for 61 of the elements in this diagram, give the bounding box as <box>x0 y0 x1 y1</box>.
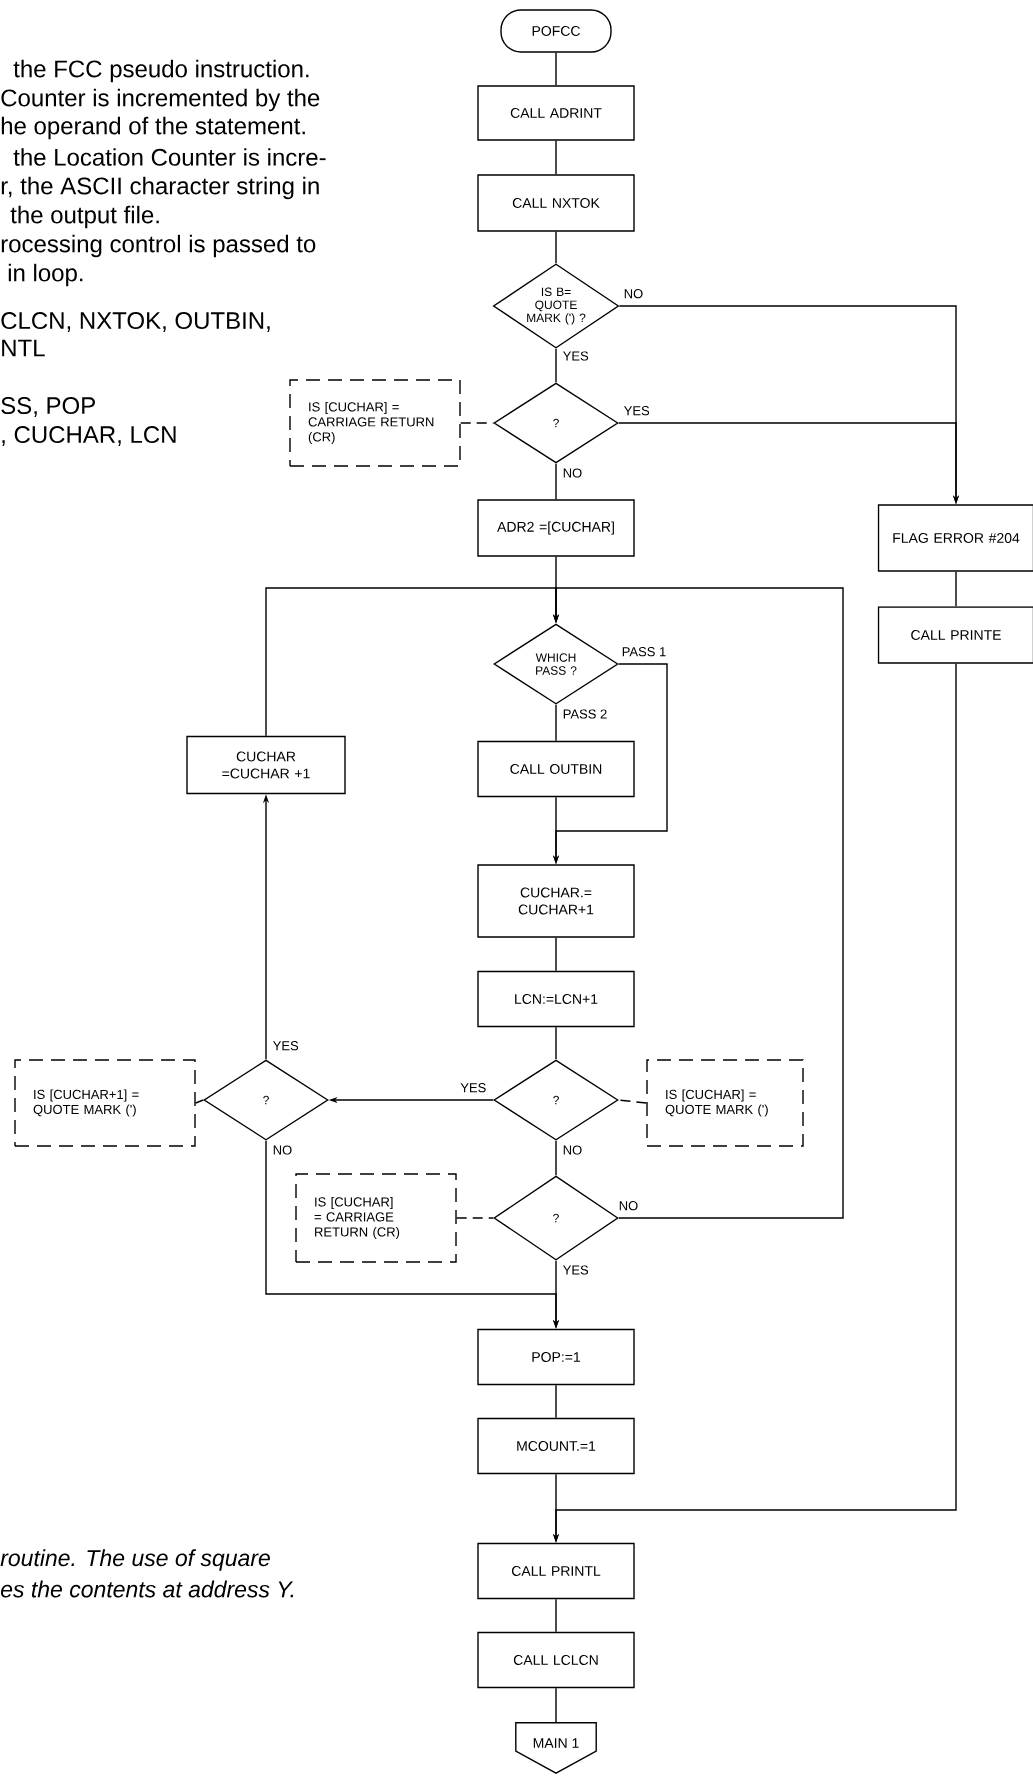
process-box: LCN:=LCN+1 <box>477 970 635 1028</box>
edge-label: NO <box>617 1199 640 1212</box>
edge-label: PASS 2 <box>561 707 609 721</box>
edge-label: YES <box>561 1263 591 1277</box>
flow-line <box>555 348 557 383</box>
text-line: the FCC pseudo instruction. <box>13 59 309 83</box>
terminal-box: POFCC <box>500 9 612 53</box>
annotation-box: IS [CUCHAR] = CARRIAGE RETURN (CR) <box>289 379 461 467</box>
text-line: SS, POP <box>1 397 95 417</box>
process-box: CALL PRINTL <box>477 1542 635 1600</box>
process-box: ADR2 =[CUCHAR] <box>477 499 635 557</box>
connector-line <box>195 1099 204 1104</box>
process-box: CALL PRINTE <box>877 606 1033 664</box>
edge-label: NO <box>622 287 645 300</box>
edge-label: YES <box>561 349 591 363</box>
process-box: MCOUNT.=1 <box>477 1417 635 1475</box>
edge-label: NO <box>271 1143 294 1157</box>
edge-label: NO <box>561 1143 584 1157</box>
caption-line: routine. The use of square <box>0 1549 270 1571</box>
text-line: NTL <box>2 339 45 357</box>
process-box: CUCHAR =CUCHAR +1 <box>186 735 346 795</box>
edge-label: NO <box>561 466 584 480</box>
annotation-box: IS [CUCHAR] = QUOTE MARK (') <box>646 1059 804 1147</box>
caption-line: es the contents at address Y. <box>0 1580 294 1598</box>
offpage-connector: MAIN 1 <box>515 1722 597 1774</box>
process-box: CUCHAR.= CUCHAR+1 <box>477 864 635 938</box>
flow-line <box>555 1140 557 1176</box>
text-line: in loop. <box>8 263 83 287</box>
flow-line <box>955 571 957 607</box>
text-line: the output file. <box>10 205 159 229</box>
connector-line <box>618 1099 647 1104</box>
process-box: CALL OUTBIN <box>477 740 635 798</box>
edge-label: YES <box>271 1039 301 1052</box>
flow-line <box>555 704 557 742</box>
flow-line <box>555 463 557 500</box>
flow-line <box>555 52 557 86</box>
process-box: CALL ADRINT <box>477 85 635 141</box>
flow-line <box>555 140 557 175</box>
process-box: CALL NXTOK <box>477 174 635 232</box>
text-line: he operand of the statement. <box>1 116 305 140</box>
text-line: CLCN, NXTOK, OUTBIN, <box>1 312 270 332</box>
text-line: rocessing control is passed to <box>1 234 316 258</box>
process-box: POP:=1 <box>477 1328 635 1386</box>
connector-line <box>456 1217 494 1219</box>
flow-line <box>555 1687 557 1724</box>
flow-line <box>555 1026 557 1060</box>
text-line: , CUCHAR, LCN <box>2 426 176 446</box>
edge-label: PASS 1 <box>620 645 668 658</box>
annotation-box: IS [CUCHAR+1] = QUOTE MARK (') <box>14 1059 196 1147</box>
edge-label: YES <box>622 404 652 417</box>
flow-line <box>555 1384 557 1419</box>
flow-line <box>555 1598 557 1633</box>
edge-label: YES <box>458 1081 488 1094</box>
text-line: Counter is incremented by the <box>1 88 320 112</box>
text-line: the Location Counter is incre- <box>13 148 326 166</box>
process-box: CALL LCLCN <box>477 1631 635 1689</box>
flow-line <box>555 231 557 264</box>
text-line: r, the ASCII character string in <box>1 176 319 200</box>
process-box: FLAG ERROR #204 <box>877 504 1033 572</box>
annotation-box: IS [CUCHAR] = CARRIAGE RETURN (CR) <box>295 1173 457 1263</box>
flow-line <box>555 937 557 972</box>
